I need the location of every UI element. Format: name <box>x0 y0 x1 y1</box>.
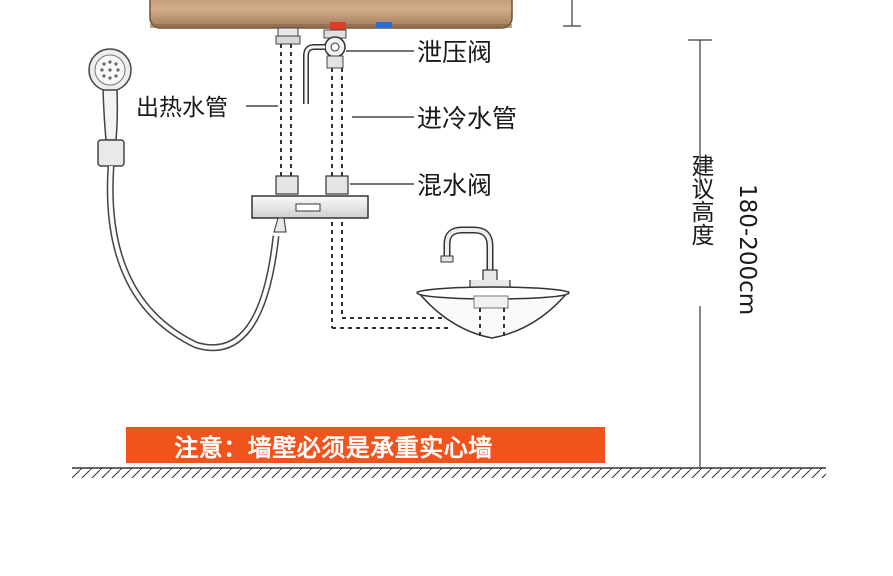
suggested-height-label: 建议高度 <box>687 154 715 246</box>
shower-hose <box>106 165 280 352</box>
shower-head <box>88 48 132 167</box>
notice-background <box>126 427 605 463</box>
wash-basin <box>416 286 570 339</box>
mixing-valve <box>251 175 369 233</box>
height-dimension <box>688 39 712 468</box>
mixing-valve-label: 混水阀 <box>417 171 492 200</box>
floor-line <box>72 467 826 478</box>
notice-text: 注意：墙壁必须是承重实心墙 <box>174 433 493 462</box>
cold-water-pipe-label: 进冷水管 <box>417 104 517 133</box>
basin-faucet <box>440 226 511 289</box>
cold-inlet-fitting <box>330 22 392 30</box>
heater-top-dimension-mark <box>563 0 581 27</box>
height-range-label: 180-200cm <box>734 184 760 315</box>
notice-banner: 注意：墙壁必须是承重实心墙 <box>126 427 605 463</box>
hot-water-pipe-label: 出热水管 <box>136 95 228 121</box>
relief-valve <box>303 29 347 104</box>
cold-water-pipe <box>331 68 448 329</box>
relief-valve-label: 泄压阀 <box>417 38 492 67</box>
hot-outlet-fitting <box>275 27 301 45</box>
hot-water-pipe <box>280 44 292 176</box>
